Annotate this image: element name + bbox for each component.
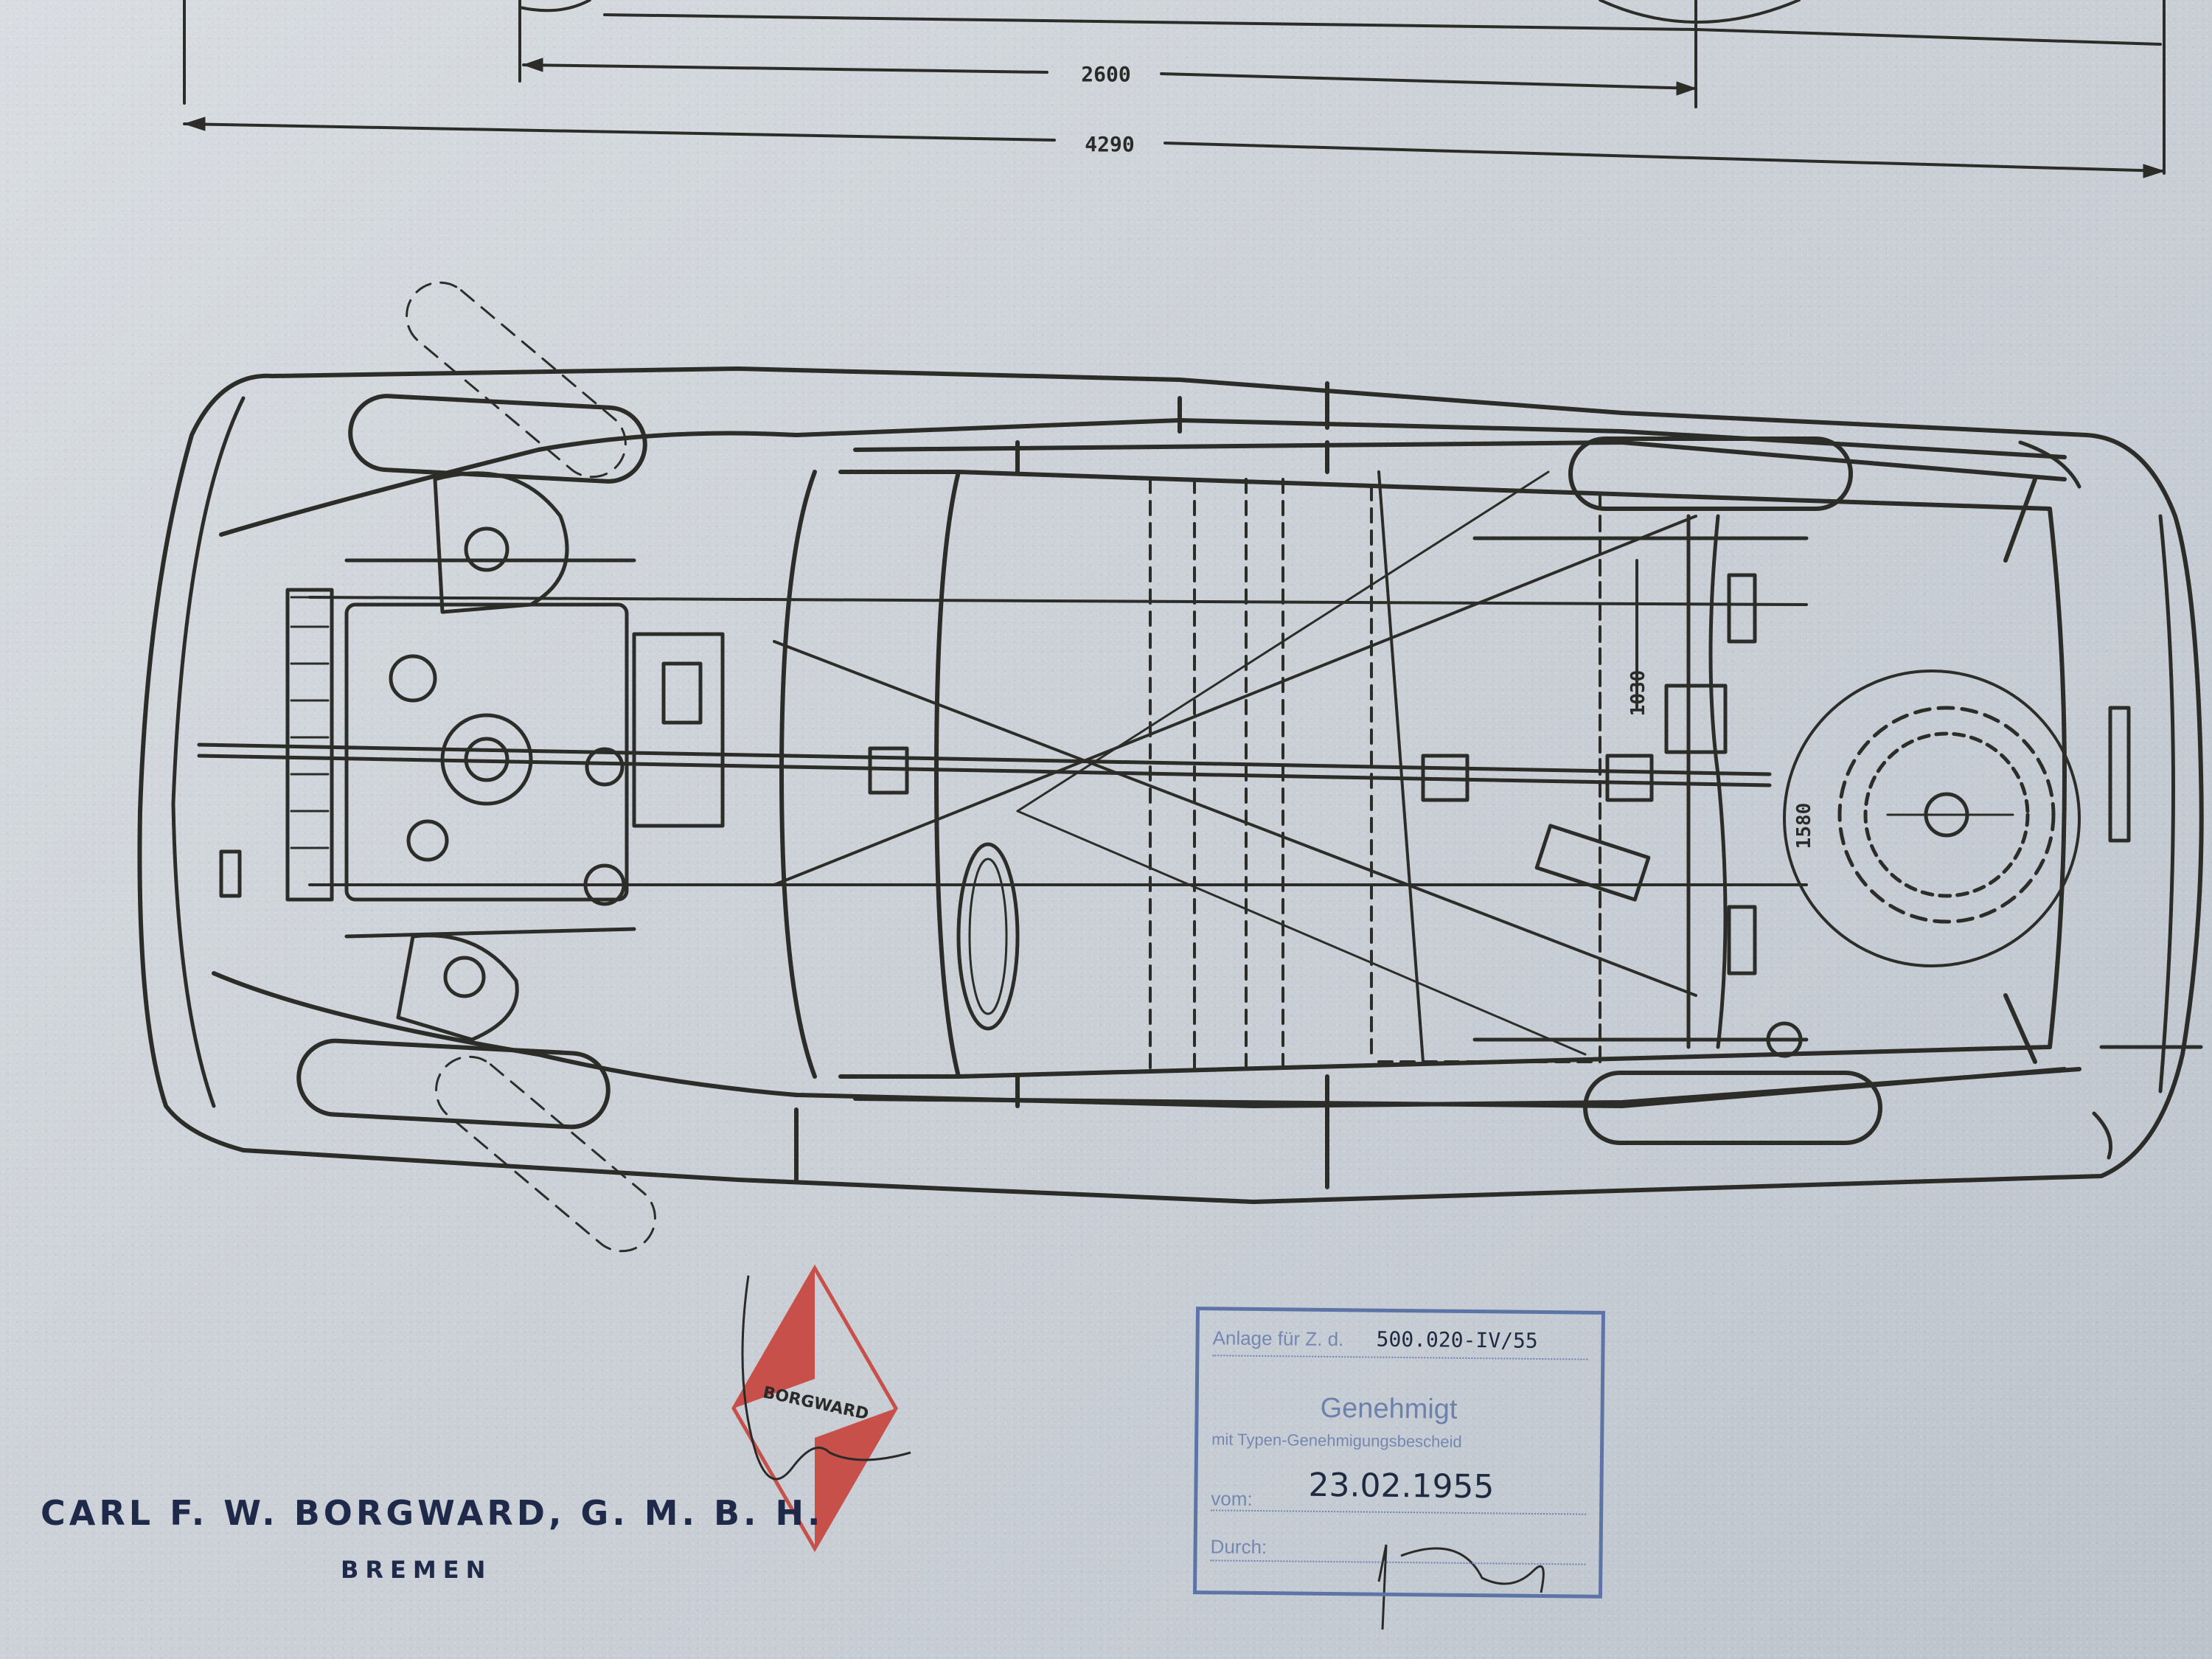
dimension-wheelbase bbox=[522, 58, 1697, 96]
svg-text:BORGWARD: BORGWARD bbox=[761, 1383, 870, 1424]
side-view-remnant bbox=[183, 0, 2166, 175]
stamp-date: 23.02.1955 bbox=[1308, 1466, 1495, 1506]
stamp-label-durch: Durch: bbox=[1210, 1535, 1267, 1559]
stamp-line-2 bbox=[1211, 1509, 1587, 1515]
length-dimension: 4290 bbox=[1085, 132, 1134, 156]
rear-track-dimension: 1030 bbox=[1627, 670, 1649, 717]
stamp-line-3 bbox=[1210, 1559, 1586, 1565]
front-wheels bbox=[296, 281, 656, 1253]
stamp-label-vom: vom: bbox=[1211, 1487, 1253, 1510]
rear-details bbox=[2018, 440, 2203, 1160]
steering-wheel bbox=[956, 842, 1020, 1031]
dimension-length bbox=[183, 116, 2166, 178]
wheelbase-dimension: 2600 bbox=[1081, 62, 1130, 86]
spare-dimension: 1580 bbox=[1793, 803, 1815, 849]
rear-wheels bbox=[1568, 437, 1882, 1145]
body-outline bbox=[137, 366, 2204, 1204]
stamp-line-1 bbox=[1212, 1354, 1588, 1360]
drivetrain bbox=[197, 470, 1808, 1056]
floor-pan bbox=[779, 440, 2067, 1108]
company-name: CARL F. W. BORGWARD, G. M. B. H. bbox=[41, 1493, 824, 1533]
stamp-title: Genehmigt bbox=[1320, 1392, 1458, 1425]
stamp-reference: 500.020-IV/55 bbox=[1376, 1326, 1538, 1353]
signature bbox=[1377, 1544, 1545, 1630]
stamp-label-anlage: Anlage für Z. d. bbox=[1212, 1326, 1344, 1351]
rear-axle bbox=[1472, 514, 1809, 1058]
approval-stamp: Anlage für Z. d. 500.020-IV/55 Genehmigt… bbox=[1192, 1307, 1606, 1599]
spare-wheel bbox=[1783, 669, 2081, 967]
company-city: BREMEN bbox=[341, 1556, 493, 1584]
engine-block bbox=[219, 471, 725, 1042]
stamp-subtitle: mit Typen-Genehmigungsbescheid bbox=[1211, 1430, 1462, 1451]
